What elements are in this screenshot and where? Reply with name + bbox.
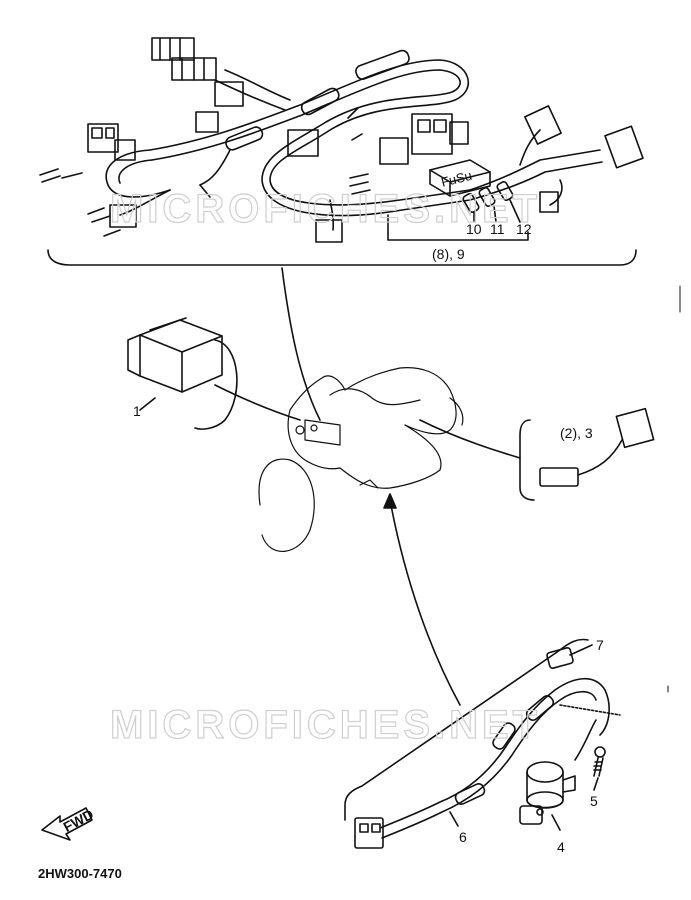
callout-11: 11 bbox=[490, 221, 505, 237]
callout-clamp: 7 bbox=[596, 637, 604, 653]
fwd-arrow-icon bbox=[41, 807, 93, 841]
watermark-top: MICROFICHES.NET bbox=[110, 187, 541, 231]
callout-10: 10 bbox=[466, 221, 482, 237]
leader-relay bbox=[214, 384, 301, 421]
fuse-box-label: FuSu bbox=[440, 168, 474, 190]
spare-fuses bbox=[462, 181, 521, 223]
callout-sub-harness: 6 bbox=[459, 829, 467, 845]
motorcycle-outline bbox=[258, 367, 464, 552]
main-wire-harness bbox=[105, 49, 603, 231]
leader-callout-6 bbox=[449, 811, 459, 827]
leader-lead bbox=[419, 419, 521, 459]
relay-part bbox=[127, 317, 238, 430]
screw-part bbox=[593, 746, 606, 777]
callout-lead: (2), 3 bbox=[560, 425, 593, 441]
watermark-bottom: MICROFICHES.NET bbox=[110, 703, 541, 747]
callout-12: 12 bbox=[516, 221, 532, 237]
leader-harness bbox=[281, 267, 321, 421]
diagram-code: 2HW300-7470 bbox=[38, 866, 122, 881]
callout-screw: 5 bbox=[590, 793, 598, 809]
group-bracket-top bbox=[47, 249, 637, 266]
main-switch-body bbox=[519, 761, 576, 825]
callout-harness: (8), 9 bbox=[432, 246, 465, 262]
leader-callout-4 bbox=[551, 814, 561, 831]
fuse-box bbox=[429, 159, 491, 197]
main-switch-group bbox=[344, 638, 621, 849]
lead-part bbox=[519, 407, 655, 501]
harness-connectors bbox=[39, 37, 644, 243]
leader-callout-5 bbox=[593, 777, 599, 791]
callout-relay: 1 bbox=[133, 403, 141, 419]
fwd-label: FWD bbox=[60, 806, 96, 835]
leader-switch bbox=[389, 499, 461, 706]
fuse-bracket bbox=[387, 214, 529, 241]
callout-switch: 4 bbox=[557, 839, 565, 855]
leader-callout-7 bbox=[569, 644, 593, 656]
